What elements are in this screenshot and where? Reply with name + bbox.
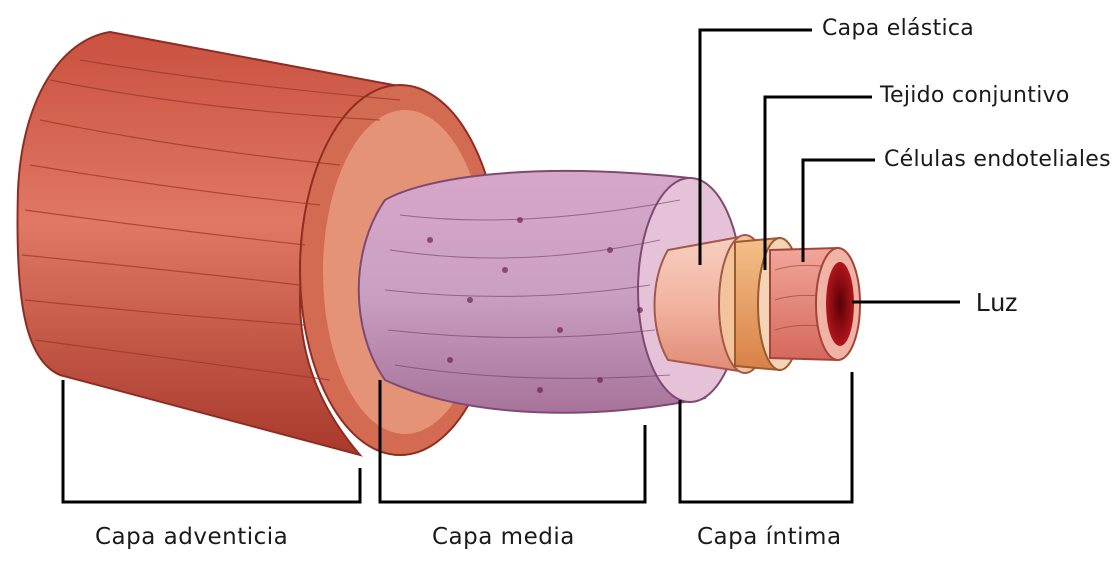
- leader-celulas-endoteliales: [803, 160, 875, 262]
- celulas-endoteliales-shape: [770, 248, 860, 360]
- label-tejido-conjuntivo: Tejido conjuntivo: [880, 85, 1070, 107]
- label-capa-elastica: Capa elástica: [822, 18, 974, 40]
- label-capa-intima: Capa íntima: [697, 526, 842, 549]
- label-celulas-endoteliales: Células endoteliales: [884, 149, 1111, 171]
- label-luz: Luz: [976, 289, 1018, 315]
- label-capa-adventicia: Capa adventicia: [95, 526, 288, 549]
- label-capa-media: Capa media: [432, 526, 575, 549]
